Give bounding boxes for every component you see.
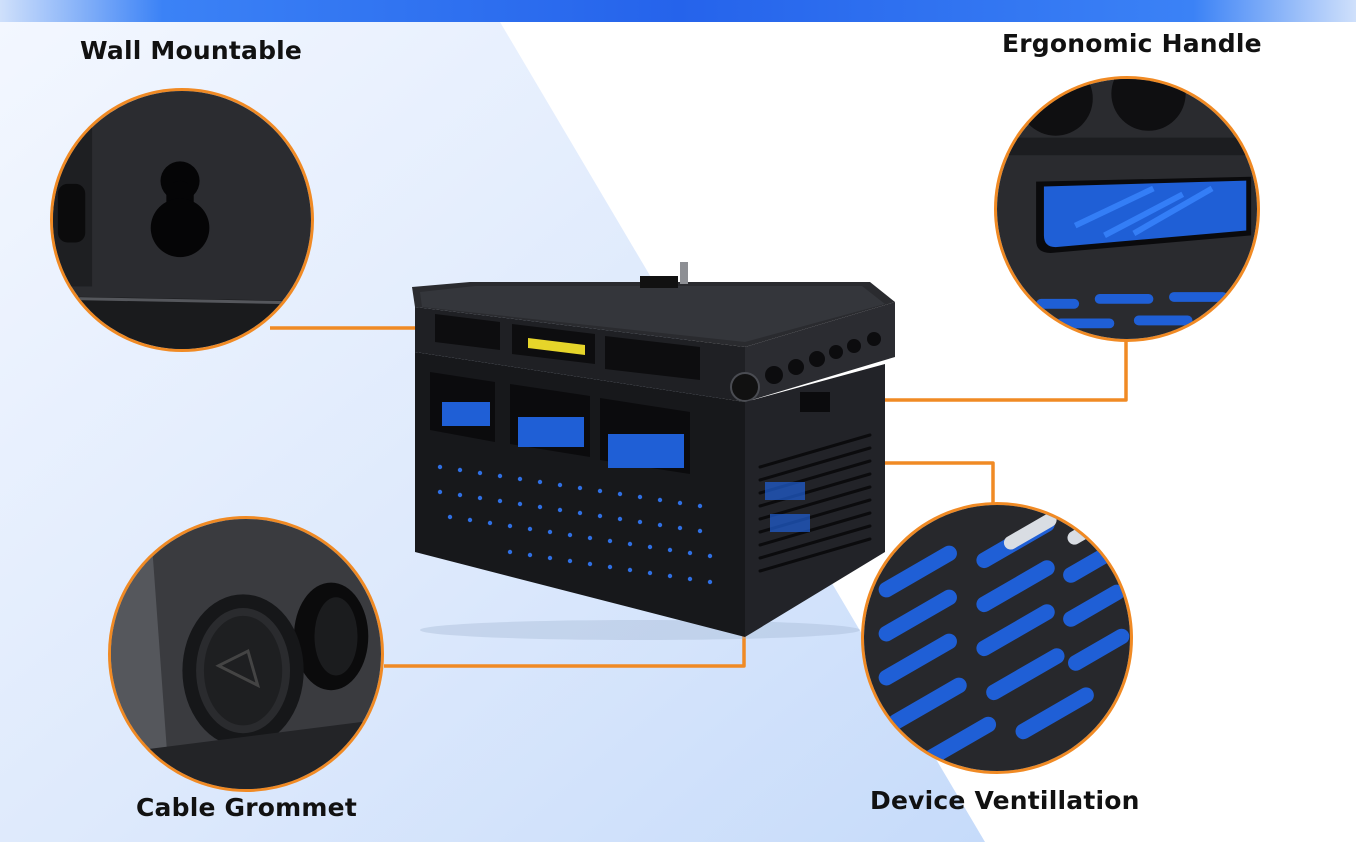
grommet-icon (111, 519, 381, 789)
cable-grommet-closeup (108, 516, 384, 792)
keyhole-icon (53, 91, 311, 349)
wall-mountable-label: Wall Mountable (80, 36, 303, 65)
charging-cabinet-image (412, 262, 895, 640)
device-ventilation-label: Device Ventillation (870, 786, 1140, 815)
ergonomic-handle-closeup (994, 76, 1260, 342)
top-accent-bar (0, 0, 1356, 22)
device-ventilation-closeup (861, 502, 1133, 774)
cable-grommet-label: Cable Grommet (136, 793, 357, 822)
ergonomic-handle-label: Ergonomic Handle (1002, 29, 1262, 58)
wall-mount-closeup (50, 88, 314, 352)
